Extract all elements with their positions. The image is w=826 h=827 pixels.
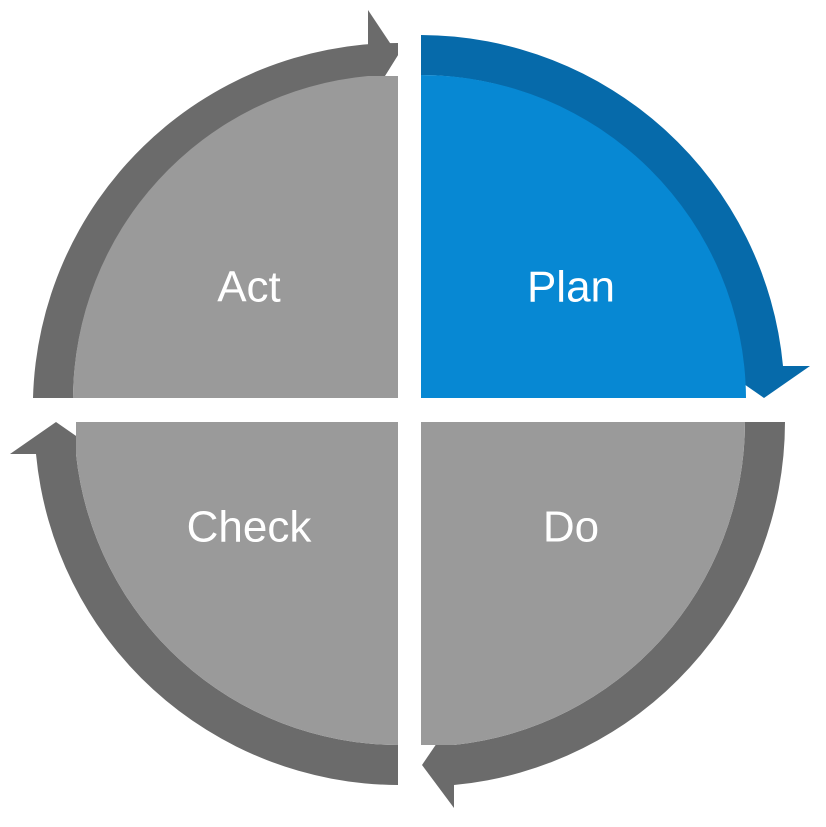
do-sector: [421, 422, 745, 745]
plan-label: Plan: [527, 263, 615, 312]
do-label: Do: [543, 503, 599, 552]
quadrant-act: Act: [33, 10, 398, 399]
check-label: Check: [187, 503, 313, 552]
check-sector: [76, 422, 398, 745]
plan-sector: [421, 75, 746, 398]
check-arrow-band: [36, 454, 398, 785]
act-arrow-band: [33, 42, 398, 399]
quadrant-do: Do: [421, 422, 785, 808]
quadrant-plan: Plan: [421, 35, 810, 398]
do-arrow-band: [454, 422, 785, 785]
quadrant-check: Check: [10, 422, 398, 785]
plan-arrow-band: [421, 35, 783, 366]
act-sector: [73, 76, 398, 398]
act-label: Act: [217, 263, 281, 312]
